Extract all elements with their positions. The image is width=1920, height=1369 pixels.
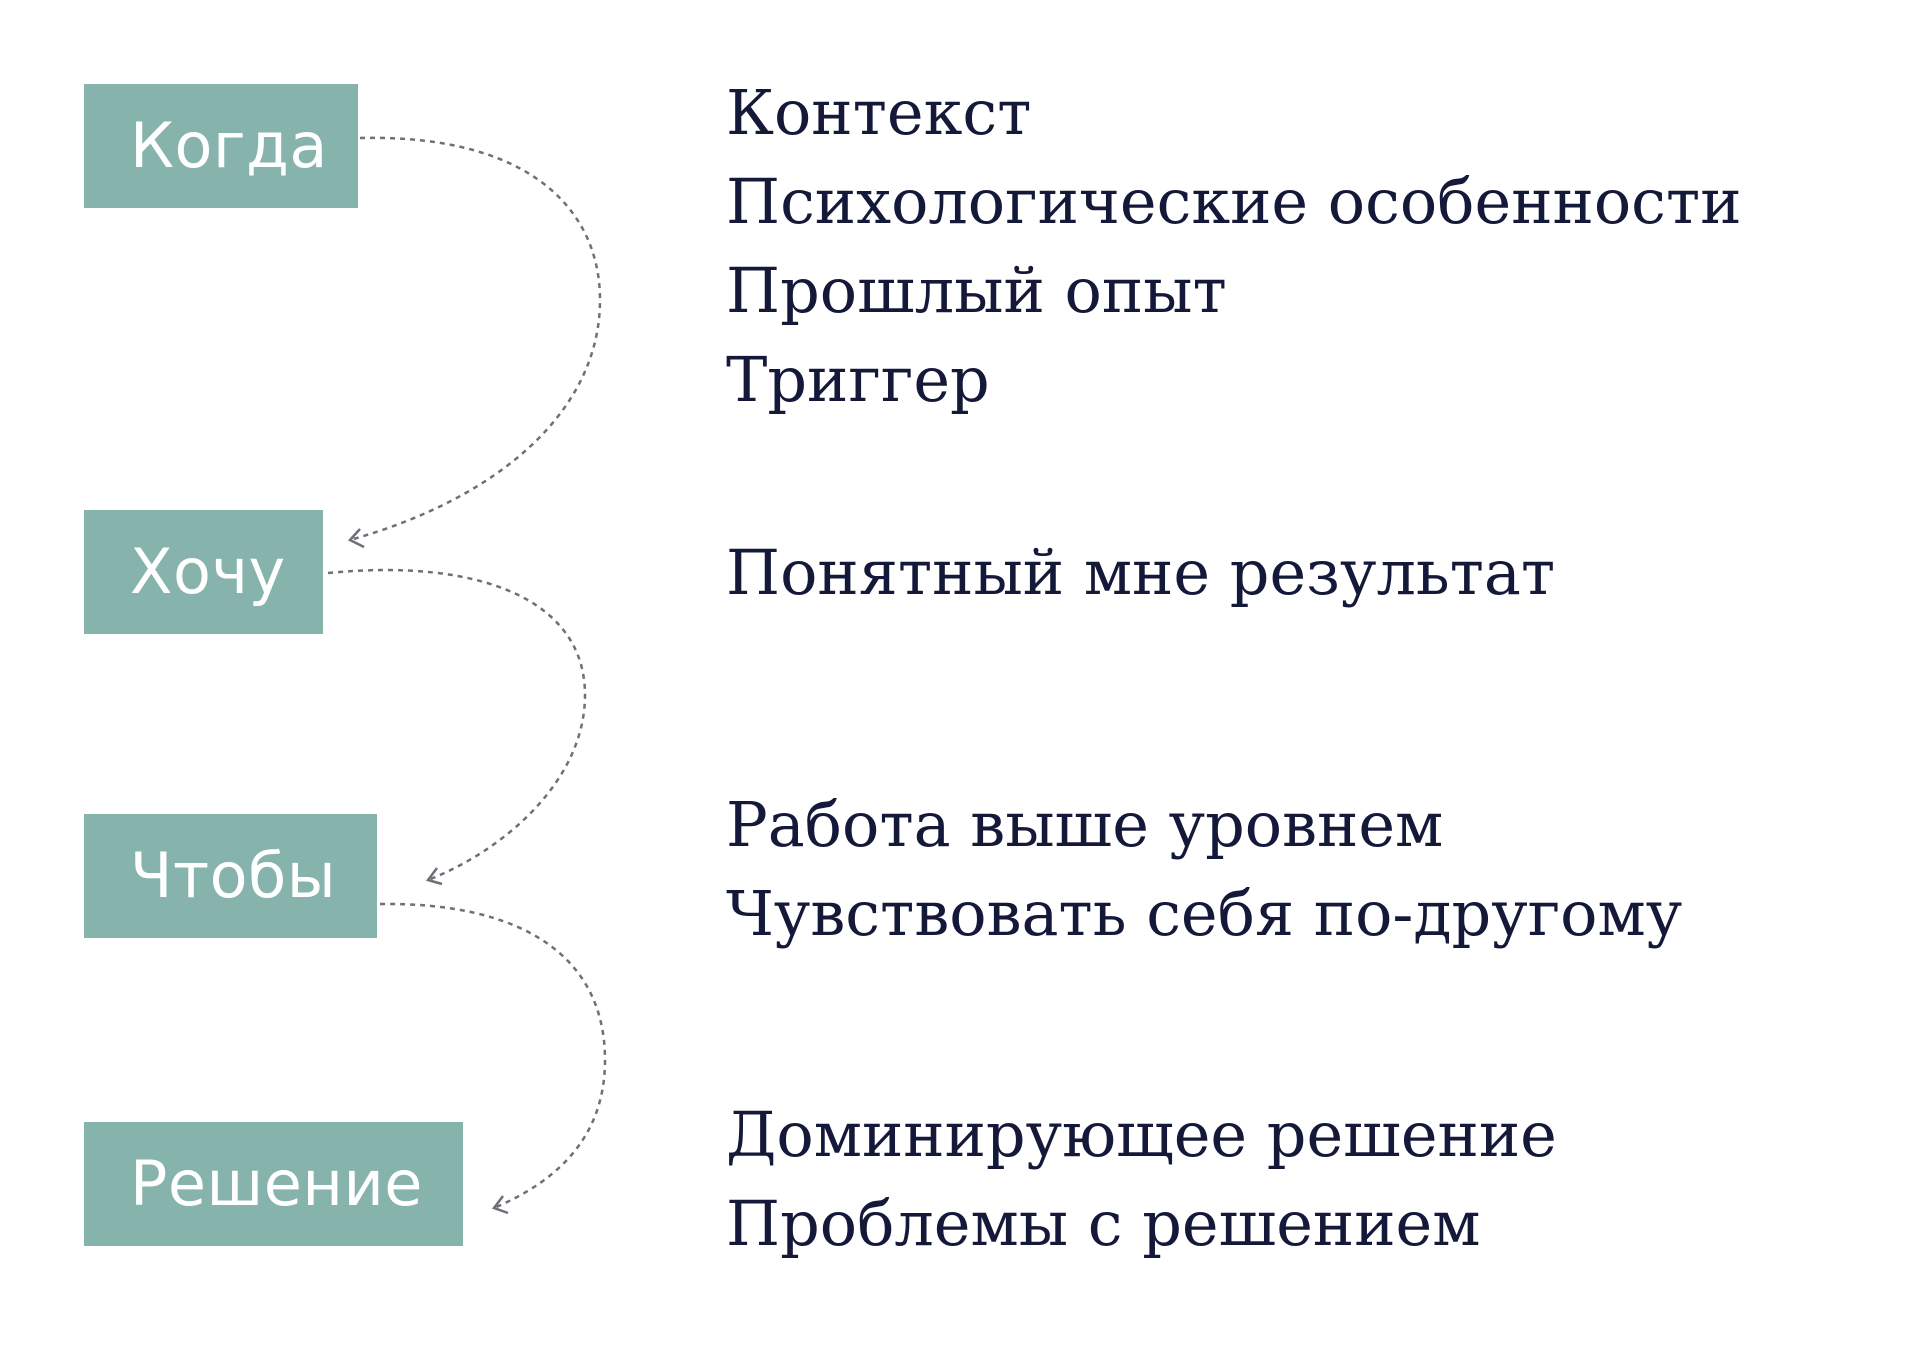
connector-when-to-want: [347, 136, 602, 549]
arrowhead-icon: [347, 528, 365, 549]
box-label: Хочу: [130, 535, 286, 608]
detail-item: Чувствовать себя по-другому: [726, 877, 1683, 950]
detail-item: Триггер: [726, 343, 990, 416]
solution-details: Доминирующее решение Проблемы с решением: [726, 1090, 1557, 1268]
detail-item: Психологические особенности: [726, 165, 1742, 238]
detail-item: Понятный мне результат: [726, 536, 1556, 609]
detail-item: Контекст: [726, 76, 1032, 149]
box-when: Когда: [84, 84, 358, 208]
arrowhead-icon: [425, 867, 443, 886]
box-solution: Решение: [84, 1122, 463, 1246]
when-details: Контекст Психологические особенности Про…: [726, 68, 1742, 424]
detail-item: Проблемы с решением: [726, 1187, 1481, 1260]
detail-item: Доминирующее решение: [726, 1098, 1557, 1171]
arrowhead-icon: [491, 1195, 509, 1215]
box-label: Решение: [130, 1147, 423, 1220]
connector-curve: [349, 136, 602, 542]
box-label: Когда: [130, 109, 328, 182]
so-that-details: Работа выше уровнем Чувствовать себя по-…: [726, 780, 1682, 958]
want-details: Понятный мне результат: [726, 528, 1555, 617]
box-want: Хочу: [84, 510, 323, 634]
detail-item: Прошлый опыт: [726, 254, 1227, 327]
detail-item: Работа выше уровнем: [726, 788, 1444, 861]
box-so-that: Чтобы: [84, 814, 377, 938]
box-label: Чтобы: [130, 839, 337, 912]
